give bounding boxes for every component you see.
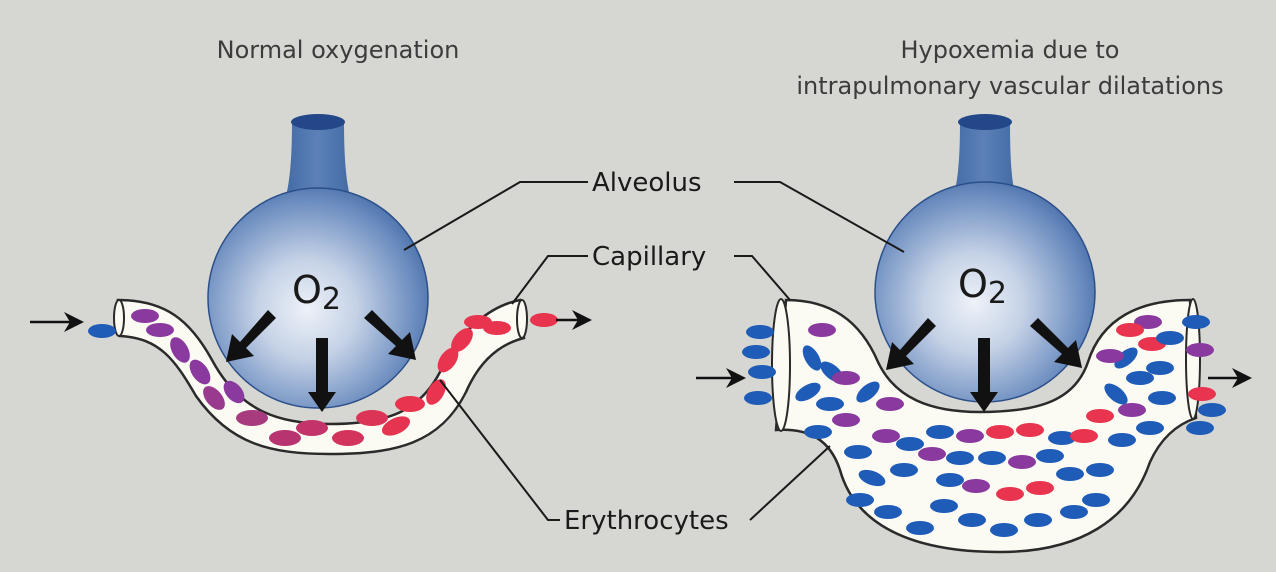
right-panel-title-line2: intrapulmonary vascular dilatations: [760, 70, 1260, 102]
rbc: [296, 420, 328, 436]
blood-flow-arrow-icon: [556, 310, 592, 330]
rbc: [876, 397, 904, 411]
rbc: [1086, 409, 1114, 423]
oxygen-subscript: 2: [988, 276, 1007, 311]
rbc: [483, 321, 511, 335]
rbc: [1056, 467, 1084, 481]
rbc: [926, 425, 954, 439]
rbc: [332, 430, 364, 446]
rbc: [906, 521, 934, 535]
rbc: [844, 445, 872, 459]
right-panel-title-line1: Hypoxemia due to: [790, 34, 1230, 66]
rbc: [1146, 361, 1174, 375]
rbc: [1026, 481, 1054, 495]
blood-flow-arrow-icon: [1208, 368, 1252, 388]
left-oxygen-label: O2: [292, 270, 341, 314]
oxygen-symbol: O: [292, 268, 322, 312]
rbc: [1156, 331, 1184, 345]
rbc: [990, 523, 1018, 537]
rbc: [1060, 505, 1088, 519]
rbc: [742, 345, 770, 359]
rbc: [1188, 387, 1216, 401]
rbc: [918, 447, 946, 461]
rbc: [890, 463, 918, 477]
rbc: [1118, 403, 1146, 417]
rbc: [996, 487, 1024, 501]
rbc: [530, 313, 558, 327]
rbc: [1082, 493, 1110, 507]
rbc: [1186, 421, 1214, 435]
left-panel: [30, 114, 592, 520]
rbc: [956, 429, 984, 443]
rbc: [1126, 371, 1154, 385]
rbc: [1148, 391, 1176, 405]
rbc: [808, 323, 836, 337]
oxygen-subscript: 2: [322, 282, 341, 317]
rbc: [874, 505, 902, 519]
rbc: [746, 325, 774, 339]
rbc: [832, 413, 860, 427]
rbc: [744, 391, 772, 405]
left-panel-title: Normal oxygenation: [168, 34, 508, 66]
rbc: [816, 397, 844, 411]
rbc: [936, 473, 964, 487]
rbc: [1036, 449, 1064, 463]
rbc: [832, 371, 860, 385]
rbc: [1186, 343, 1214, 357]
blood-flow-arrow-icon: [30, 312, 84, 332]
rbc: [872, 429, 900, 443]
left-capillary-outlet: [517, 300, 527, 338]
right-oxygen-label: O2: [958, 264, 1007, 308]
rbc: [1096, 349, 1124, 363]
rbc: [1024, 513, 1052, 527]
right-panel: [696, 114, 1252, 552]
rbc: [88, 324, 116, 338]
rbc: [1016, 423, 1044, 437]
rbc: [978, 451, 1006, 465]
rbc: [930, 499, 958, 513]
rbc: [804, 425, 832, 439]
rbc: [986, 425, 1014, 439]
rbc: [1136, 421, 1164, 435]
capillary-label: Capillary: [588, 242, 710, 272]
rbc: [1198, 403, 1226, 417]
rbc: [269, 430, 301, 446]
rbc: [1116, 323, 1144, 337]
rbc: [748, 365, 776, 379]
rbc: [395, 396, 425, 412]
rbc: [131, 309, 159, 323]
rbc: [846, 493, 874, 507]
rbc: [1070, 429, 1098, 443]
rbc: [356, 410, 388, 426]
blood-flow-arrow-icon: [696, 368, 746, 388]
rbc: [896, 437, 924, 451]
rbc: [962, 479, 990, 493]
alveolus-label: Alveolus: [588, 168, 706, 198]
rbc: [1108, 433, 1136, 447]
erythrocytes-label: Erythrocytes: [560, 506, 733, 536]
rbc: [146, 323, 174, 337]
rbc: [946, 451, 974, 465]
right-capillary-inlet: [772, 299, 790, 431]
rbc: [236, 410, 268, 426]
rbc: [1086, 463, 1114, 477]
oxygen-symbol: O: [958, 262, 988, 306]
rbc: [958, 513, 986, 527]
rbc: [1182, 315, 1210, 329]
rbc: [1008, 455, 1036, 469]
